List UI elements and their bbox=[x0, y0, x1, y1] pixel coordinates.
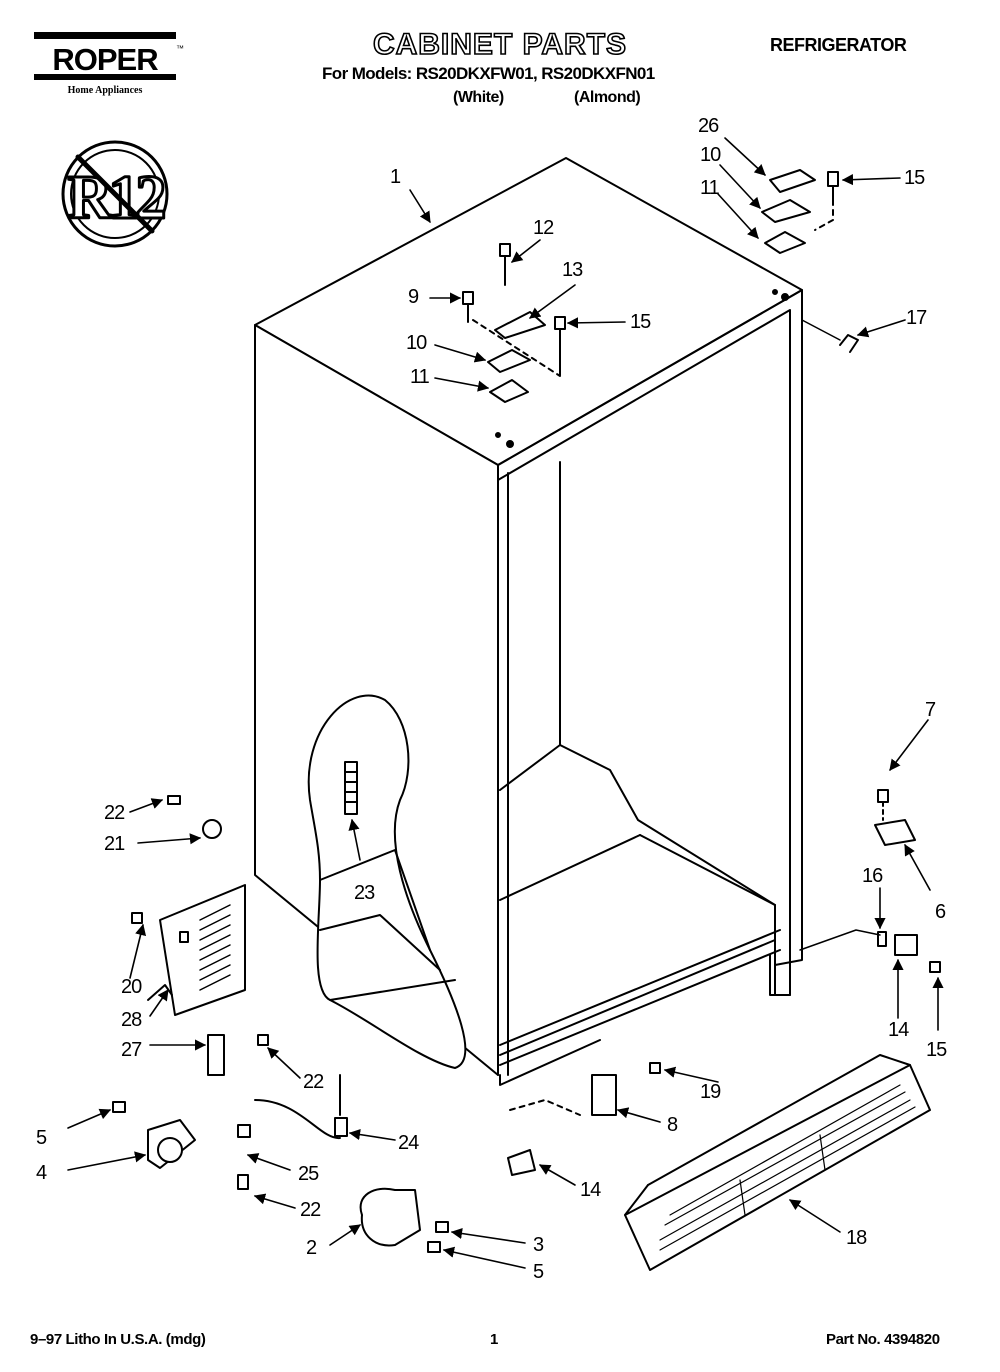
brand-logo: ROPER bbox=[52, 42, 158, 77]
callout-22-bottom: 22 bbox=[300, 1199, 321, 1221]
callout-17: 17 bbox=[906, 307, 927, 329]
callout-7: 7 bbox=[925, 699, 936, 721]
hardware-parts bbox=[112, 789, 941, 1253]
color-white-label: (White) bbox=[453, 89, 504, 106]
callout-11-left: 11 bbox=[410, 366, 430, 388]
cabinet-body bbox=[254, 157, 803, 1086]
callout-2: 2 bbox=[306, 1237, 317, 1259]
callout-27: 27 bbox=[121, 1039, 142, 1061]
callout-19: 19 bbox=[700, 1081, 721, 1103]
callout-28: 28 bbox=[121, 1009, 142, 1031]
callout-12: 12 bbox=[533, 217, 554, 239]
callout-26: 26 bbox=[698, 115, 719, 137]
trademark-mark: ™ bbox=[176, 44, 184, 53]
callout-5-bottom: 5 bbox=[533, 1261, 544, 1283]
page-title: CABINET PARTS bbox=[372, 27, 628, 62]
callout-3: 3 bbox=[533, 1234, 544, 1256]
callout-22-top: 22 bbox=[104, 802, 125, 824]
callout-21: 21 bbox=[104, 833, 125, 855]
callout-9: 9 bbox=[408, 286, 419, 308]
color-almond-label: (Almond) bbox=[574, 89, 641, 106]
print-info: 9–97 Litho In U.S.A. (mdg) bbox=[30, 1331, 206, 1348]
brand-logo-frame bbox=[34, 32, 176, 80]
leader-lines bbox=[67, 137, 944, 1269]
hinge-top-right bbox=[761, 169, 859, 353]
part-number: Part No. 4394820 bbox=[826, 1331, 940, 1348]
callout-24: 24 bbox=[398, 1132, 419, 1154]
brand-subtitle: Home Appliances bbox=[67, 85, 143, 96]
callout-4: 4 bbox=[36, 1162, 47, 1184]
rear-panel-cover bbox=[131, 884, 246, 1016]
callout-8: 8 bbox=[667, 1114, 678, 1136]
page-number: 1 bbox=[490, 1331, 498, 1348]
callout-15-top-left: 15 bbox=[630, 311, 651, 333]
callout-13: 13 bbox=[562, 259, 583, 281]
callout-1: 1 bbox=[390, 166, 401, 188]
callout-18: 18 bbox=[846, 1227, 867, 1249]
callout-15-right: 15 bbox=[926, 1039, 947, 1061]
callout-10-left: 10 bbox=[406, 332, 427, 354]
callout-11-right: 11 bbox=[700, 177, 720, 199]
hinge-top-left bbox=[462, 243, 566, 403]
base-grille bbox=[624, 1054, 931, 1271]
callout-5-left: 5 bbox=[36, 1127, 47, 1149]
callout-22-middle: 22 bbox=[303, 1071, 324, 1093]
callout-23: 23 bbox=[354, 882, 375, 904]
product-type: REFRIGERATOR bbox=[770, 35, 907, 55]
callout-20: 20 bbox=[121, 976, 142, 998]
callout-6: 6 bbox=[935, 901, 946, 923]
callout-14-right: 14 bbox=[888, 1019, 909, 1041]
callout-25: 25 bbox=[298, 1163, 319, 1185]
callout-16: 16 bbox=[862, 865, 883, 887]
callout-10-right: 10 bbox=[700, 144, 721, 166]
callout-15-top-right: 15 bbox=[904, 167, 925, 189]
model-numbers: For Models: RS20DKXFW01, RS20DKXFN01 bbox=[322, 64, 655, 83]
no-r12-icon: R12 bbox=[61, 140, 170, 248]
callout-14-bottom: 14 bbox=[580, 1179, 601, 1201]
